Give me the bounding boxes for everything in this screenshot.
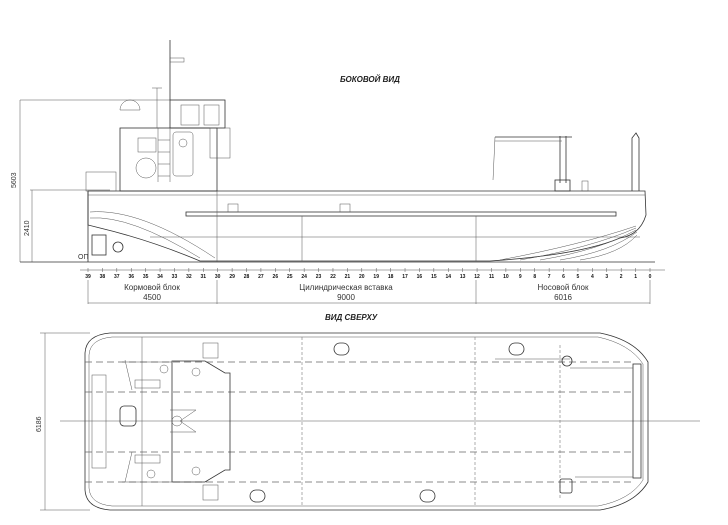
frame-number: 13	[460, 274, 466, 280]
frame-number: 4	[591, 274, 594, 280]
frame-number: 25	[287, 274, 293, 280]
block-name-stern: Кормовой блок	[124, 283, 180, 292]
frame-number: 16	[417, 274, 423, 280]
frame-number: 6	[562, 274, 565, 280]
frame-number: 15	[431, 274, 437, 280]
hatch	[119, 405, 137, 427]
frame-number: 39	[85, 274, 91, 280]
hull-profile	[87, 190, 647, 262]
frame-number: 33	[172, 274, 178, 280]
top-view: ВИД СВЕРХУ 6186	[36, 313, 700, 511]
frame-number: 19	[373, 274, 379, 280]
frame-number: 21	[345, 274, 351, 280]
frame-number: 22	[330, 274, 336, 280]
frame-number: 8	[533, 274, 536, 280]
frame-number: 28	[244, 274, 250, 280]
frame-number: 2	[620, 274, 623, 280]
breadth-label: 6186	[36, 416, 43, 432]
block-name-midbody: Цилиндрическая вставка	[299, 283, 393, 292]
frame-number: 37	[114, 274, 120, 280]
bow-ramp	[631, 132, 640, 191]
side-view: БОКОВОЙ ВИД 5603 2410 ОП	[11, 40, 665, 304]
height-deck-label: 2410	[24, 220, 31, 236]
frame-number: 7	[548, 274, 551, 280]
frame-number: 36	[128, 274, 134, 280]
rudder	[91, 234, 107, 256]
block-name-bow: Носовой блок	[538, 283, 589, 292]
frame-number: 5	[577, 274, 580, 280]
frame-number: 9	[519, 274, 522, 280]
frame-number: 31	[201, 274, 207, 280]
frame-number: 11	[489, 274, 495, 280]
block-length-bow: 6016	[554, 293, 572, 302]
deck-outline	[84, 332, 649, 511]
crane	[492, 136, 589, 192]
manhole	[419, 489, 436, 503]
rubbing-strake	[185, 211, 617, 217]
lifebuoy	[135, 157, 157, 179]
deckhouse-plan	[171, 360, 231, 483]
frame-number: 35	[143, 274, 149, 280]
crane-base	[561, 355, 573, 367]
frame-number: 32	[186, 274, 192, 280]
frame-number: 26	[273, 274, 279, 280]
block-length-stern: 4500	[143, 293, 161, 302]
frame-number: 3	[605, 274, 608, 280]
frame-number: 29	[229, 274, 235, 280]
manhole	[508, 342, 525, 356]
block-length-midbody: 9000	[337, 293, 355, 302]
frame-number: 17	[402, 274, 408, 280]
manhole	[333, 342, 350, 356]
frame-number: 34	[157, 274, 163, 280]
frame-number: 20	[359, 274, 365, 280]
frame-number: 23	[316, 274, 322, 280]
frame-number: 12	[474, 274, 480, 280]
frame-number: 0	[649, 274, 652, 280]
door	[172, 131, 194, 177]
frame-number: 30	[215, 274, 221, 280]
height-total-label: 5603	[11, 172, 18, 188]
propeller	[112, 241, 124, 253]
top-view-title: ВИД СВЕРХУ	[325, 313, 378, 322]
wheelhouse	[169, 99, 226, 129]
baseline-label: ОП	[78, 254, 88, 261]
bow-ramp-plan	[632, 363, 642, 479]
frame-number: 27	[258, 274, 264, 280]
frame-number: 14	[445, 274, 451, 280]
frame-number: 24	[301, 274, 307, 280]
frame-number: 38	[100, 274, 106, 280]
frame-number: 1	[634, 274, 637, 280]
deckhouse	[119, 127, 218, 192]
side-view-title: БОКОВОЙ ВИД	[340, 75, 400, 84]
frame-number: 10	[503, 274, 509, 280]
frame-number: 18	[388, 274, 394, 280]
manhole	[249, 489, 266, 503]
